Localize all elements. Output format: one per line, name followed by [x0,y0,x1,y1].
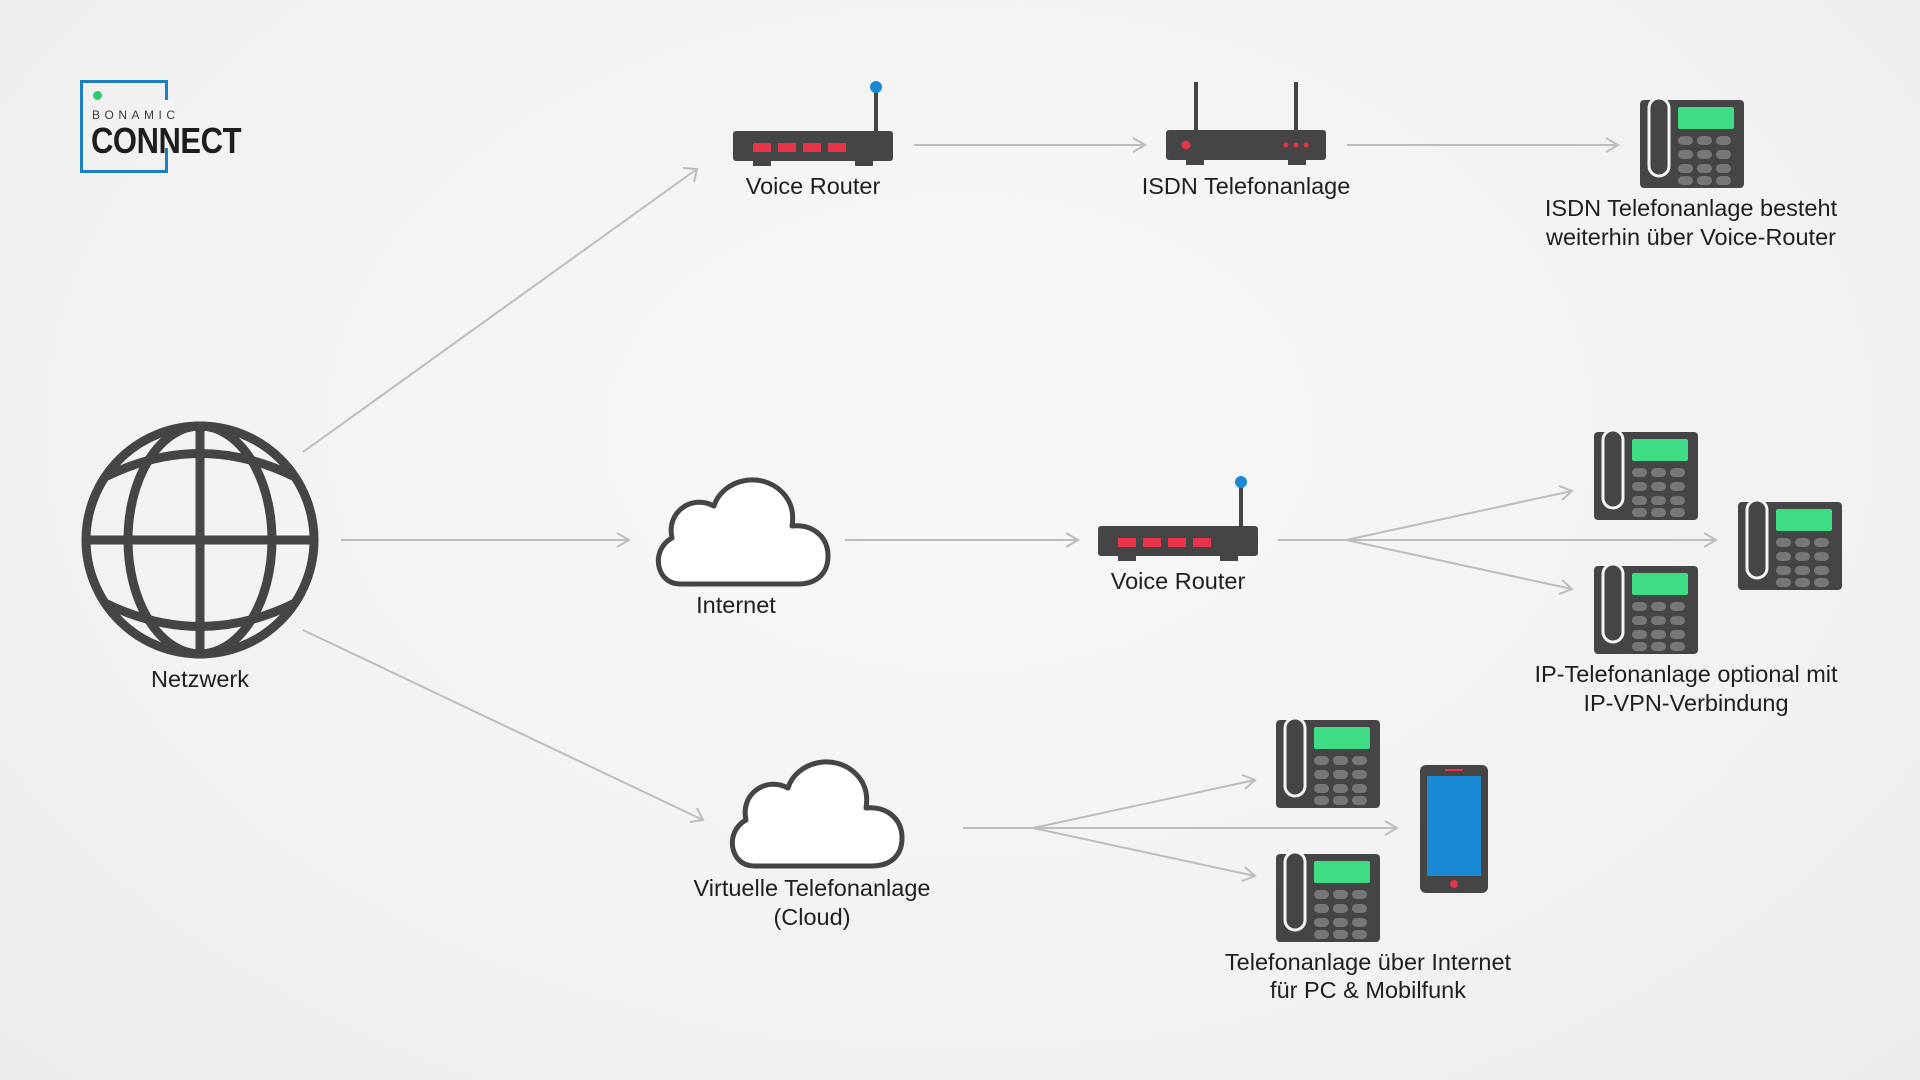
label-isdn-note-1: ISDN Telefonanlage besteht [1544,195,1838,221]
label-network: Netzwerk [151,666,249,692]
isdn-pbx-icon [1166,82,1326,165]
arrow-network-to-voice-router [302,168,698,453]
arrow-cloud-to-phone-bottom [1032,827,1256,877]
desk-phone-icon [1592,428,1700,522]
label-voice-router-mid: Voice Router [1110,568,1246,594]
label-cloud-1: Virtuelle Telefonanlage [693,875,931,901]
label-internet: Internet [696,592,776,618]
desk-phone-icon [1736,498,1844,592]
label-isdn-pbx: ISDN Telefonanlage [1141,173,1351,199]
desk-phone-icon [1274,716,1382,810]
label-internet-pbx-2: für PC & Mobilfunk [1270,977,1466,1003]
label-ip-note-2: IP-VPN-Verbindung [1583,690,1789,716]
connector-arrows [302,137,1718,882]
desk-phone-icon [1638,96,1746,190]
arrow-router-to-phone-bottom [1345,539,1573,590]
globe-icon [81,421,319,659]
label-isdn-note-2: weiterhin über Voice-Router [1546,224,1836,250]
voice-router-icon [731,79,895,168]
logo-dot-icon [93,91,102,100]
arrow-cloud-to-phone-top [1032,779,1256,829]
arrow-network-to-cloud [302,629,704,821]
arrow-router-to-phone-top [1345,490,1573,541]
label-internet-pbx-1: Telefonanlage über Internet [1224,949,1512,975]
logo-small-text: BONAMIC [92,108,180,122]
desk-phone-icon [1592,562,1700,656]
cloud-icon [658,480,828,584]
label-ip-note-1: IP-Telefonanlage optional mit [1534,661,1838,687]
label-voice-router-top: Voice Router [745,173,881,199]
voice-router-icon [1096,474,1260,563]
desk-phone-icon [1274,850,1382,944]
label-cloud-2: (Cloud) [773,904,851,930]
cloud-icon [732,762,902,866]
logo-title: CONNECT [91,120,242,161]
mobile-phone-icon [1420,765,1488,893]
